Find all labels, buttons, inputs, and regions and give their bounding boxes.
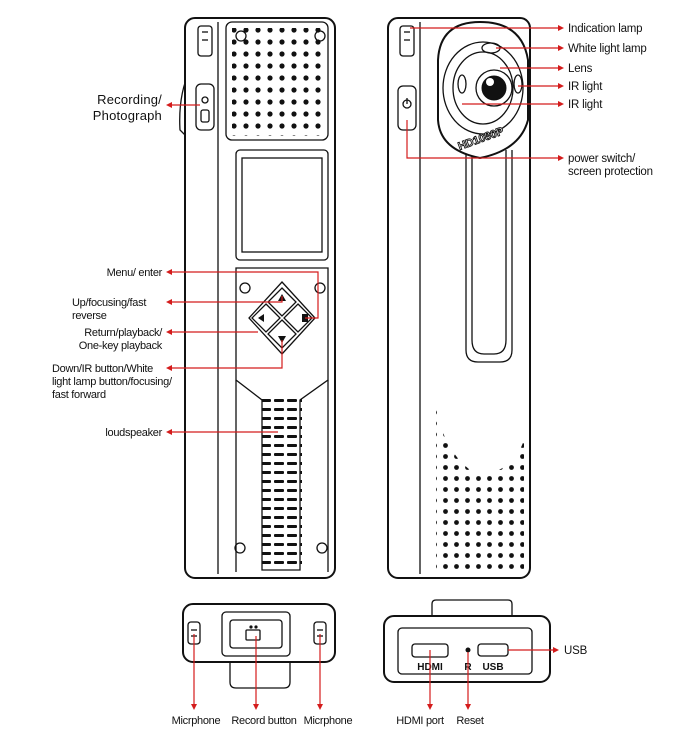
label-mic-left: Micrphone xyxy=(172,715,221,727)
label-ir-2: IR light xyxy=(568,99,603,111)
label-return-line2: One-key playback xyxy=(79,340,163,352)
menu-button xyxy=(283,303,313,333)
ir-light-left xyxy=(457,74,467,94)
label-hdmi-port: HDMI port xyxy=(396,715,444,727)
label-recording-line1: Recording/ xyxy=(97,92,162,107)
lens xyxy=(475,69,513,107)
lens-ring xyxy=(442,41,524,135)
label-usb: USB xyxy=(564,645,588,657)
bottom-view: HDMI R USB xyxy=(383,599,551,683)
label-down-line1: Down/IR button/White xyxy=(52,363,153,375)
back-arrow-icon xyxy=(258,314,264,322)
label-record-button: Record button xyxy=(231,715,296,727)
label-return-line1: Return/playback/ xyxy=(84,327,163,339)
down-arrow-icon xyxy=(278,336,286,343)
label-up-line2: reverse xyxy=(72,310,107,322)
label-menu: Menu/ enter xyxy=(107,267,163,279)
loudspeaker-grille xyxy=(262,395,302,567)
label-up-line1: Up/focusing/fast xyxy=(72,297,146,309)
top-view-body xyxy=(182,603,336,663)
labels: Recording/ Photograph Menu/ enter Up/foc… xyxy=(52,23,653,727)
control-panel xyxy=(235,267,329,571)
callouts xyxy=(166,25,564,710)
label-down-line3: fast forward xyxy=(52,389,106,401)
indication-lamp xyxy=(399,25,415,57)
ir-light-right xyxy=(513,74,523,94)
label-indication: Indication lamp xyxy=(568,23,642,35)
label-reset: Reset xyxy=(456,715,483,727)
switch-icon xyxy=(201,96,209,104)
label-loudspeaker: loudspeaker xyxy=(105,427,162,439)
label-down-line2: light lamp button/focusing/ xyxy=(52,376,173,388)
screen-bezel xyxy=(235,149,329,261)
label-power-line1: power switch/ xyxy=(568,153,636,165)
up-button xyxy=(267,287,297,317)
front-top-slot xyxy=(197,25,213,57)
port-panel xyxy=(397,627,533,675)
label-lens: Lens xyxy=(568,63,593,75)
reset-hole xyxy=(465,647,471,653)
top-view xyxy=(182,603,336,689)
label-recording-line2: Photograph xyxy=(93,108,162,123)
belt-clip xyxy=(465,150,513,363)
back-speaker-grille xyxy=(436,408,524,572)
label-mic-right: Micrphone xyxy=(304,715,353,727)
usb-print: USB xyxy=(482,662,503,673)
back-view: HD1080P xyxy=(387,17,531,579)
screen xyxy=(241,157,323,253)
label-white-light: White light lamp xyxy=(568,43,647,55)
label-ir-1: IR light xyxy=(568,81,603,93)
return-button xyxy=(251,303,281,333)
camera-icon xyxy=(245,629,261,641)
label-power-line2: screen protection xyxy=(568,166,653,178)
recording-photograph-switch xyxy=(195,83,215,131)
front-view xyxy=(179,17,336,579)
top-speaker-grille xyxy=(232,28,324,136)
top-grille-frame xyxy=(225,21,329,141)
